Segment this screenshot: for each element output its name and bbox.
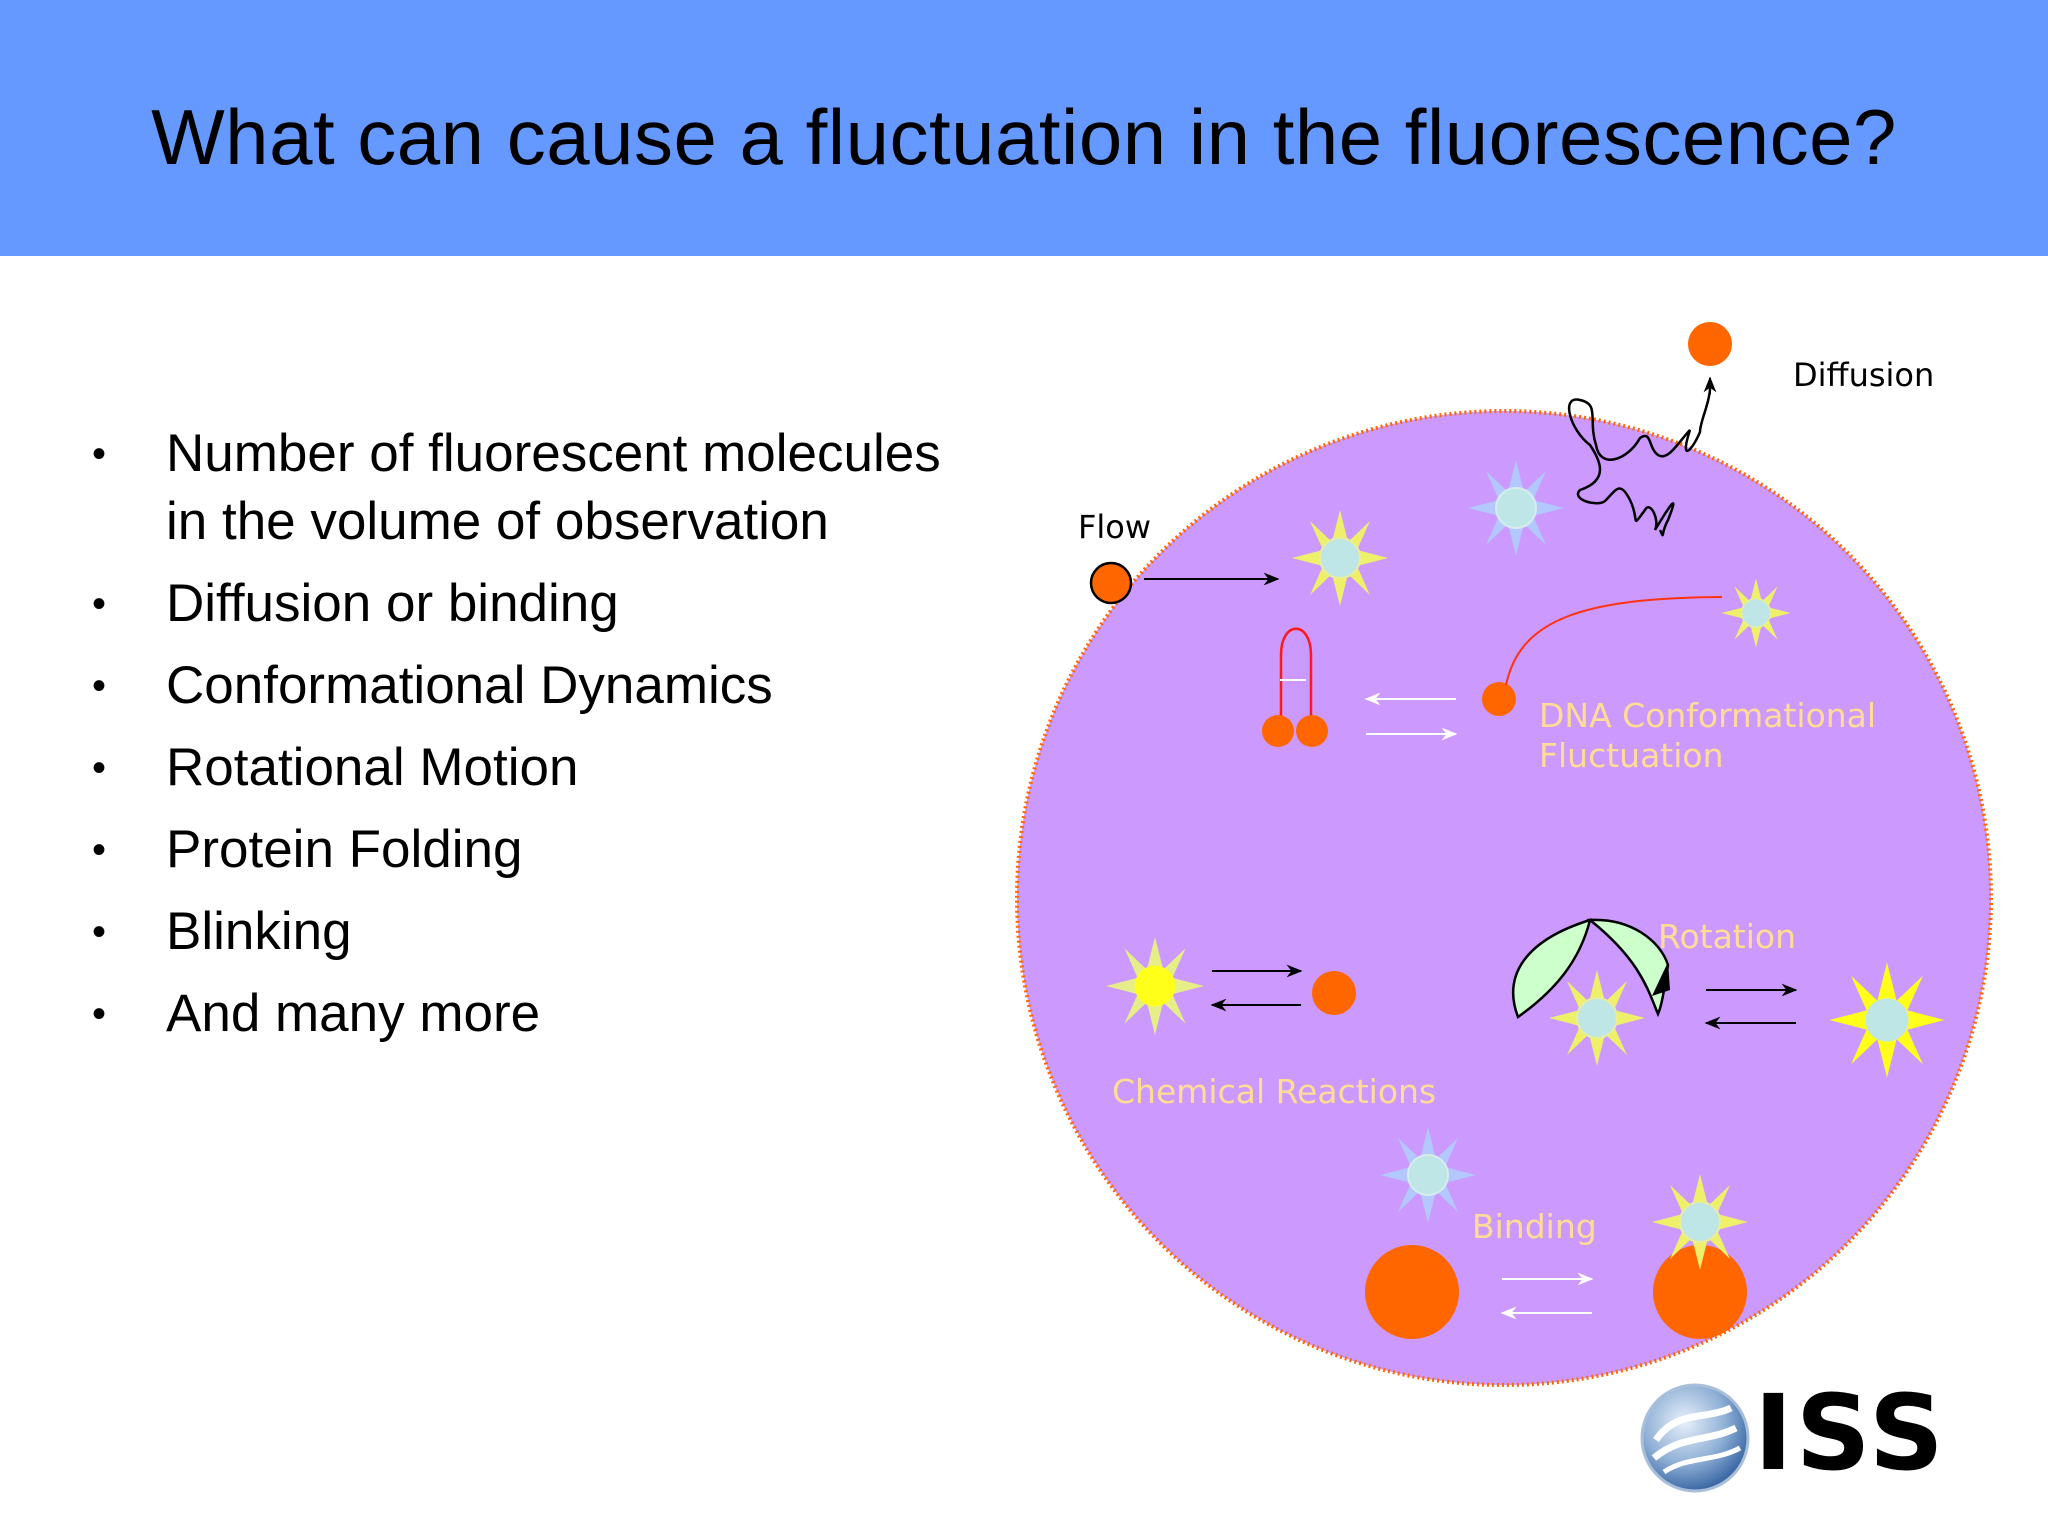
diffusing-molecule (1688, 322, 1732, 366)
rotation-label: Rotation (1658, 917, 1796, 956)
bullet-item: • Protein Folding (86, 816, 946, 884)
bullet-dot: • (92, 746, 107, 790)
bullet-text: Protein Folding (166, 820, 523, 879)
dna-hairpin (1279, 627, 1313, 728)
rotation-arrow (1652, 962, 1670, 996)
bullet-item: • Blinking (86, 898, 946, 966)
bullet-item: • Diffusion or binding (86, 570, 946, 638)
diffusion-path (1567, 379, 1712, 537)
diffusion-label: Diffusion (1793, 356, 1934, 394)
slide-title: What can cause a fluctuation in the fluo… (151, 93, 1897, 181)
bullet-dot: • (92, 910, 107, 954)
bullet-text: And many more (166, 984, 541, 1043)
flow-molecule (1089, 561, 1133, 605)
bullet-dot: • (92, 828, 107, 872)
bullet-text: Blinking (166, 902, 352, 961)
binding-target (1365, 1245, 1459, 1339)
dna-label-line1: DNA Conformational (1539, 696, 1876, 735)
bullet-list: • Number of fluorescent molecules in the … (86, 420, 946, 1062)
bullet-dot: • (92, 432, 107, 476)
dna-end-molecule (1262, 715, 1294, 747)
iss-logo: ISS (1636, 1372, 1976, 1496)
bullet-item: • Rotational Motion (86, 734, 946, 802)
logo-text: ISS (1754, 1372, 1947, 1494)
bullet-item: • Number of fluorescent molecules in the … (86, 420, 946, 556)
binding-target (1653, 1245, 1747, 1339)
bullet-item: • Conformational Dynamics (86, 652, 946, 720)
dna-label-line2: Fluctuation (1539, 736, 1724, 775)
dna-end-molecule (1296, 715, 1328, 747)
flow-label: Flow (1078, 508, 1151, 546)
bullet-dot: • (92, 992, 107, 1036)
bullet-dot: • (92, 582, 107, 626)
binding-label: Binding (1472, 1207, 1597, 1246)
logo-globe-icon (1640, 1383, 1750, 1493)
bullet-item: • And many more (86, 980, 946, 1048)
rotating-molecule (1586, 918, 1670, 1018)
chemical-reactions-label: Chemical Reactions (1112, 1072, 1436, 1111)
bullet-dot: • (92, 664, 107, 708)
product-molecule (1312, 971, 1356, 1015)
bullet-text: Conformational Dynamics (166, 656, 773, 715)
bullet-text: Diffusion or binding (166, 574, 619, 633)
dna-end-molecule (1482, 682, 1516, 716)
bullet-text: Rotational Motion (166, 738, 579, 797)
bullet-text: Number of fluorescent molecules in the v… (166, 424, 941, 551)
observation-volume (1015, 409, 1993, 1387)
dna-strand (1505, 596, 1723, 686)
title-bar: What can cause a fluctuation in the fluo… (0, 0, 2048, 256)
